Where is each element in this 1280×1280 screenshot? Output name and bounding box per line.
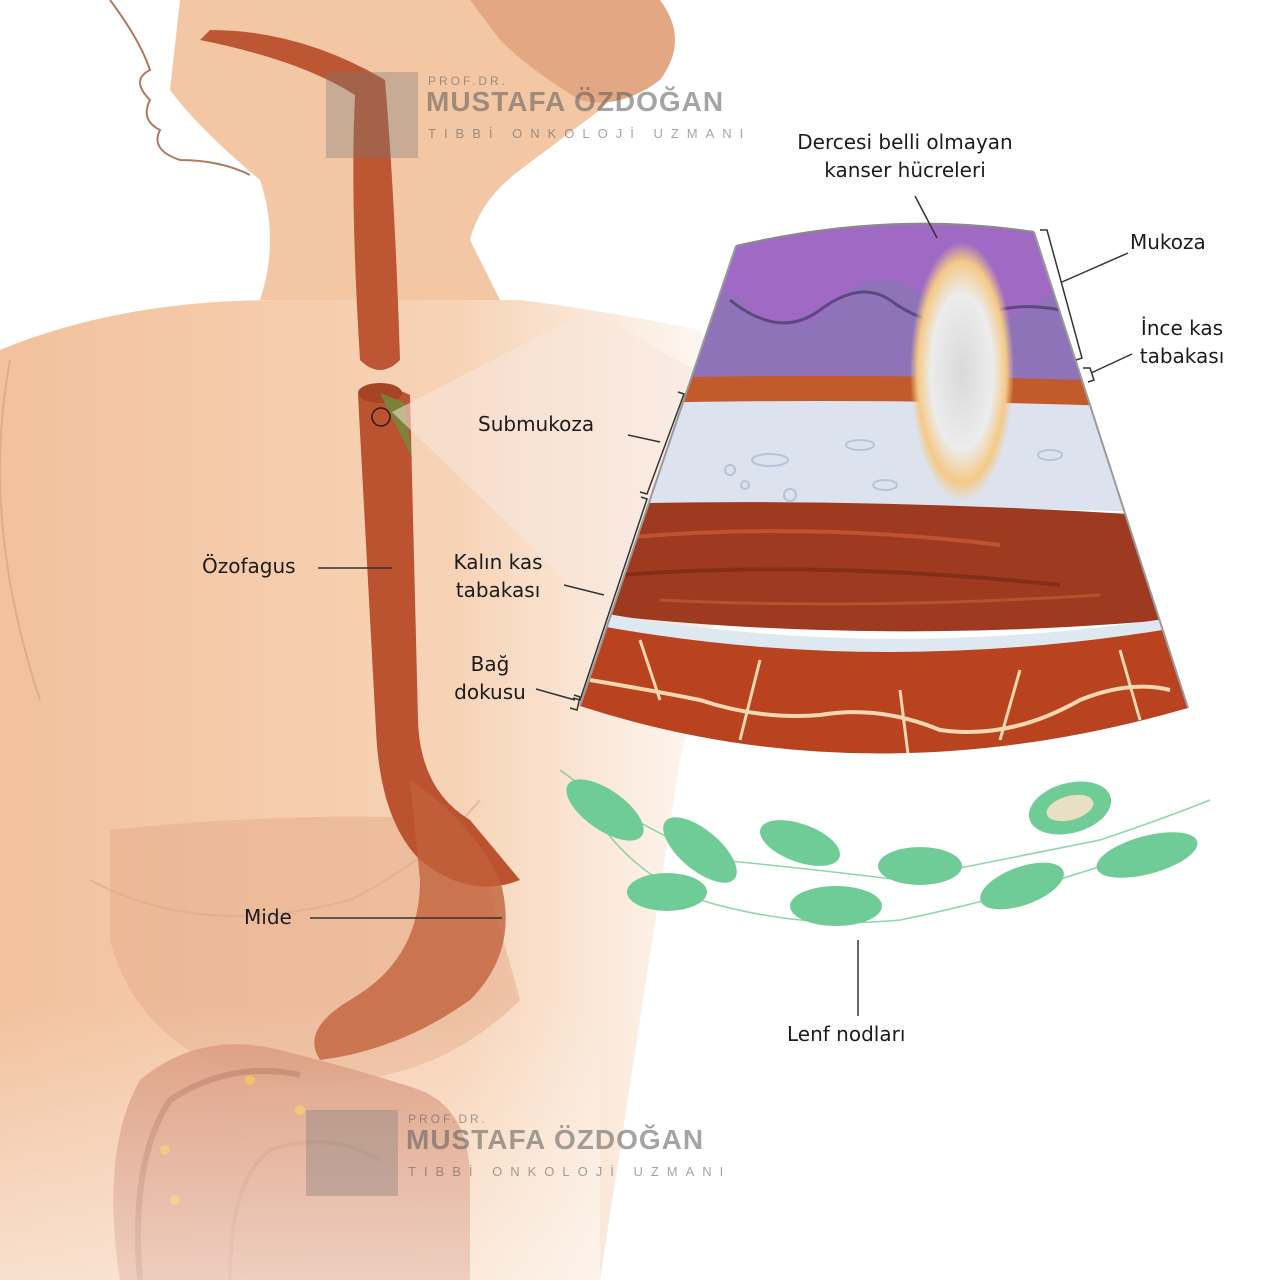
- watermark-prefix: PROF.DR.: [428, 74, 509, 88]
- label-kalin-kas-line2: tabakası: [455, 578, 541, 602]
- tissue-cross-section: [580, 223, 1188, 754]
- watermark-prefix: PROF.DR.: [408, 1112, 489, 1126]
- label-bag-dokusu: Bağ dokusu: [440, 650, 540, 706]
- watermark-top: PROF.DR. MUSTAFA ÖZDOĞAN TIBBİ ONKOLOJİ …: [326, 72, 796, 162]
- label-submukoza: Submukoza: [478, 412, 595, 436]
- label-bag-dokusu-line1: Bağ: [470, 652, 510, 676]
- label-ince-kas-line2: tabakası: [1139, 344, 1225, 368]
- label-ince-kas: İnce kas tabakası: [1122, 314, 1242, 370]
- label-ozofagus: Özofagus: [202, 554, 296, 578]
- watermark-bottom: PROF.DR. MUSTAFA ÖZDOĞAN TIBBİ ONKOLOJİ …: [306, 1110, 776, 1200]
- label-bag-dokusu-line2: dokusu: [454, 680, 526, 704]
- label-mukoza: Mukoza: [1130, 230, 1206, 254]
- lymph-nodes: [559, 769, 1211, 926]
- watermark-title: TIBBİ ONKOLOJİ UZMANI: [428, 126, 752, 141]
- leader-lines: [310, 195, 1133, 1016]
- label-lenf-nodlari: Lenf nodları: [787, 1022, 906, 1046]
- esophagus: [200, 30, 520, 1060]
- watermark-name: MUSTAFA ÖZDOĞAN: [426, 86, 725, 117]
- label-cancer-cells: Dercesi belli olmayan kanser hücreleri: [770, 128, 1040, 184]
- label-cancer-cells-line1: Dercesi belli olmayan: [797, 130, 1013, 154]
- label-ince-kas-line1: İnce kas: [1140, 316, 1224, 340]
- watermark-logo: [326, 72, 418, 158]
- watermark-logo: [306, 1110, 398, 1196]
- label-kalin-kas-line1: Kalın kas: [453, 550, 543, 574]
- watermark-name: MUSTAFA ÖZDOĞAN: [406, 1124, 705, 1155]
- label-mide: Mide: [244, 905, 292, 929]
- cancer-cells: [910, 242, 1014, 502]
- watermark-title: TIBBİ ONKOLOJİ UZMANI: [408, 1164, 732, 1179]
- label-cancer-cells-line2: kanser hücreleri: [824, 158, 986, 182]
- label-kalin-kas: Kalın kas tabakası: [436, 548, 560, 604]
